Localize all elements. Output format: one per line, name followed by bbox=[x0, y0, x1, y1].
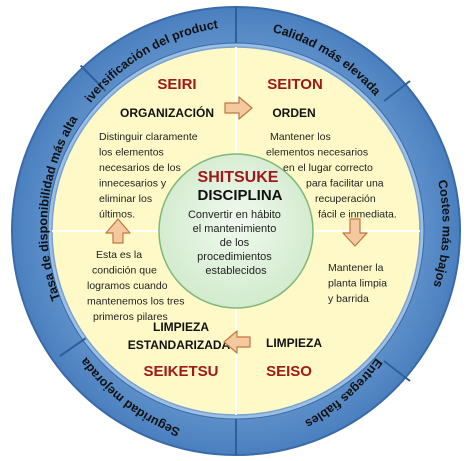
seiton-name: SEITON bbox=[267, 76, 323, 93]
arrows bbox=[105, 96, 368, 354]
ring-separators bbox=[59, 7, 411, 455]
seiri-name: SEIRI bbox=[157, 76, 196, 93]
seiketsu-title-1: LIMPIEZA bbox=[153, 320, 209, 334]
center-circle bbox=[158, 153, 314, 309]
seiso-name: SEISO bbox=[266, 363, 312, 380]
center-description: Convertir en hábito el mantenimiento de … bbox=[188, 209, 284, 277]
seiton-title: ORDEN bbox=[272, 106, 315, 120]
arrow-left-icon bbox=[223, 330, 251, 354]
arrow-right-icon bbox=[224, 96, 253, 120]
seiketsu-name: SEIKETSU bbox=[143, 363, 218, 380]
disciplina-title: DISCIPLINA bbox=[197, 187, 282, 204]
seiketsu-title-2: ESTANDARIZADA bbox=[128, 338, 231, 352]
seiso-description: Mantener la planta limpia y barrida bbox=[328, 262, 390, 305]
seiso-title: LIMPIEZA bbox=[266, 336, 322, 350]
seiri-title: ORGANIZACIÓN bbox=[120, 105, 214, 120]
seiri-description: Distinguir claramente los elementos nece… bbox=[99, 131, 201, 221]
arrow-down-icon bbox=[342, 218, 368, 247]
seiketsu-description: Esta es la condición que logramos cuando… bbox=[87, 249, 187, 323]
shitsuke-name: SHITSUKE bbox=[198, 169, 279, 186]
arrow-up-icon bbox=[105, 218, 131, 244]
seiton-description: Mantener los elementos necesarios en el … bbox=[266, 131, 397, 221]
